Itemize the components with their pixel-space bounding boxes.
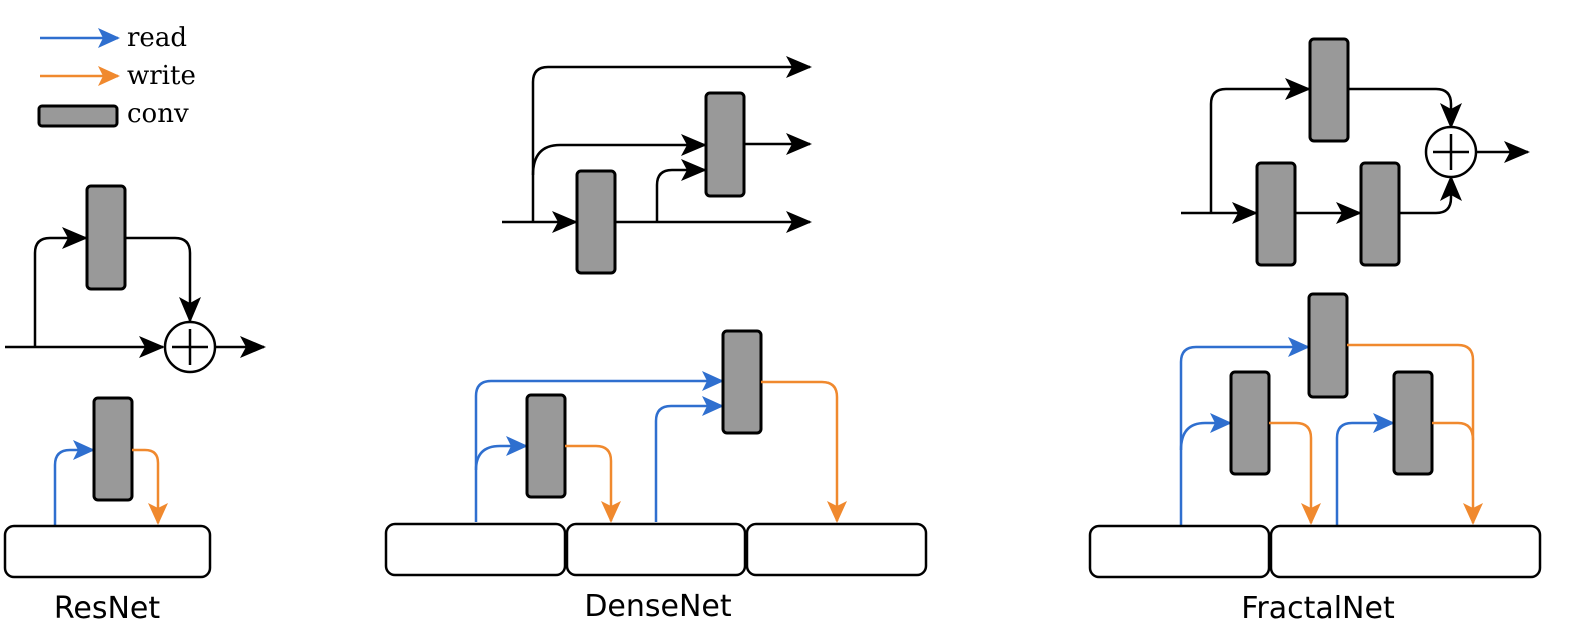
densenet-memory-buffer-3	[745, 522, 928, 577]
resnet-conv-input-wire	[33, 227, 88, 347]
legend-conv-label: conv	[127, 99, 189, 129]
resnet-memory-buffer	[3, 524, 212, 579]
fractalnet-short-branch-output	[1399, 175, 1462, 215]
fractalnet-memory-buffer-1	[1088, 524, 1271, 579]
densenet-memory-buffer-2	[565, 522, 747, 577]
fractalnet-mem-conv-long	[1307, 292, 1349, 399]
fractalnet-mem-conv-short-1	[1229, 370, 1271, 476]
densenet-memory-buffer-1	[384, 522, 567, 577]
densenet-read-arrow-short	[474, 436, 528, 471]
fractalnet-long-branch-input	[1209, 78, 1311, 213]
fractalnet-diagram: FractalNet	[1088, 37, 1542, 626]
legend-read-label: read	[127, 23, 187, 53]
densenet-write-arrow-1	[565, 444, 621, 523]
fractalnet-read-arrow-short-2	[1335, 413, 1395, 525]
fractalnet-write-arrow-short-2	[1432, 421, 1475, 441]
densenet-mem-conv-block-1	[525, 393, 567, 499]
fractalnet-conv-long	[1308, 37, 1350, 143]
densenet-skip-top	[531, 56, 812, 222]
fractalnet-memory-buffer-2	[1269, 524, 1542, 579]
fractalnet-mem-conv-short-2	[1392, 370, 1434, 476]
fractalnet-write-arrow-short-1	[1269, 421, 1321, 525]
fractalnet-long-branch-output	[1348, 87, 1462, 129]
densenet-conv1-to-conv2-wire	[655, 159, 707, 222]
add-circle-icon	[1424, 125, 1478, 179]
densenet-read-arrow-long	[474, 371, 724, 522]
fractalnet-conv-short-1	[1255, 161, 1297, 267]
add-circle-icon	[163, 320, 217, 374]
fractalnet-write-arrow-long	[1347, 343, 1483, 525]
resnet-conv-block	[85, 184, 127, 291]
fractalnet-caption: FractalNet	[1241, 591, 1395, 626]
legend: read write conv	[37, 23, 196, 129]
densenet-mem-conv-block-2	[721, 329, 763, 435]
fractalnet-read-arrow-short-1	[1179, 413, 1232, 451]
resnet-mem-conv-block	[92, 396, 134, 502]
densenet-skip-mid	[531, 134, 707, 176]
densenet-conv-block-1	[575, 169, 617, 275]
densenet-caption: DenseNet	[584, 589, 732, 624]
fractalnet-read-arrow-long	[1179, 337, 1310, 525]
resnet-caption: ResNet	[54, 591, 160, 626]
fractalnet-conv-short-2	[1359, 161, 1401, 267]
densenet-conv-block-2	[704, 91, 746, 198]
legend-write-label: write	[127, 61, 196, 91]
densenet-write-arrow-2	[761, 380, 847, 523]
densenet-read-arrow-2	[654, 396, 724, 522]
resnet-conv-output-wire	[125, 236, 201, 323]
densenet-diagram: DenseNet	[384, 56, 928, 624]
resnet-read-arrow	[53, 440, 95, 525]
legend-conv-swatch	[37, 104, 119, 128]
resnet-write-arrow	[132, 448, 168, 525]
resnet-diagram: ResNet	[3, 184, 266, 626]
